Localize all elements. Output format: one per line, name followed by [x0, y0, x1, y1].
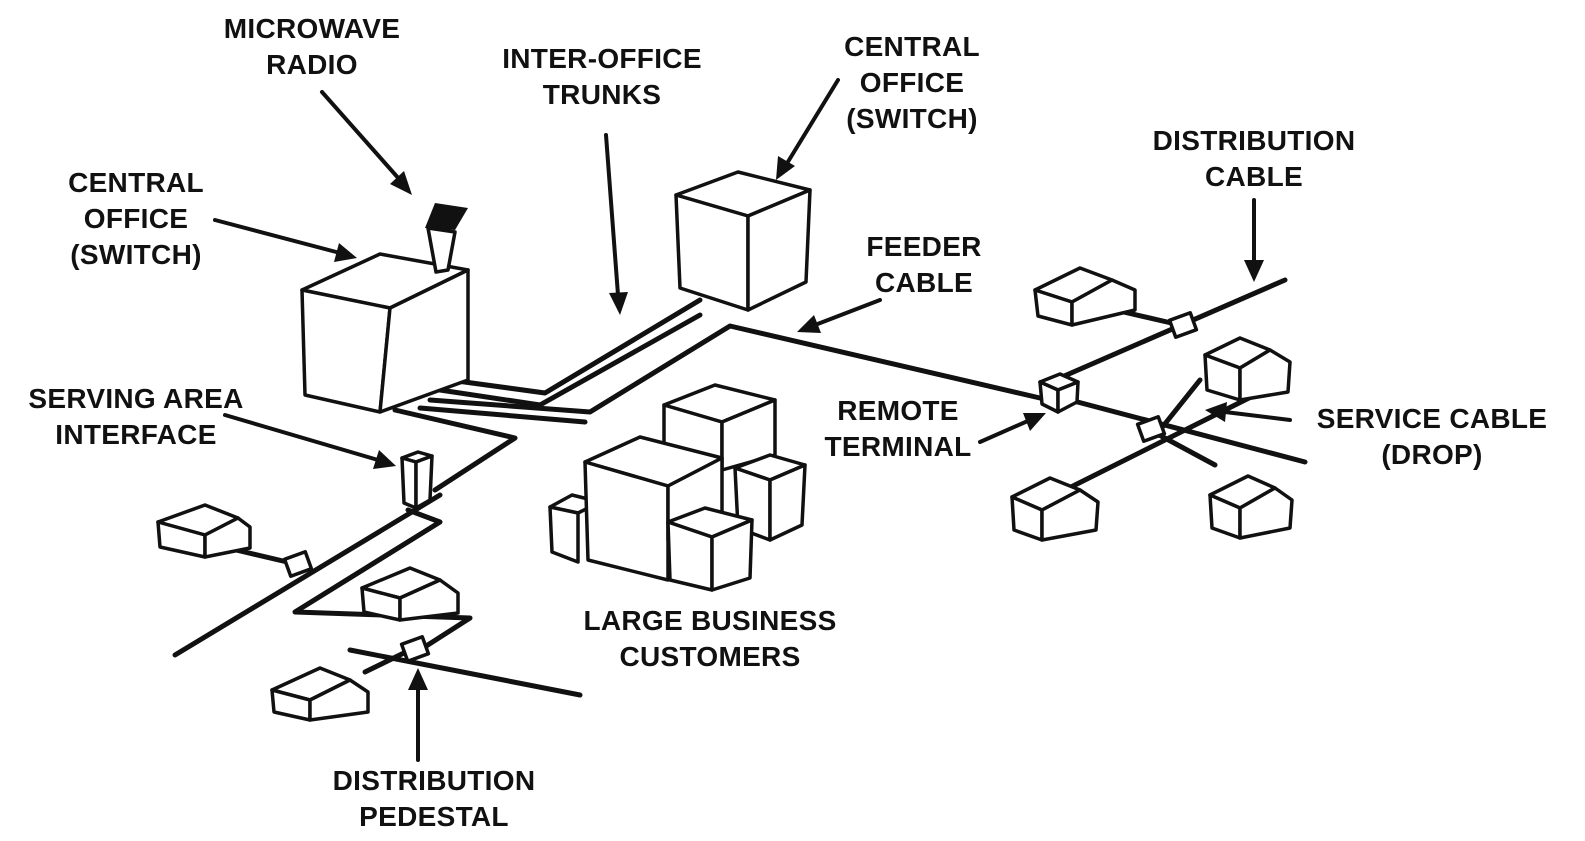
- labels: MICROWAVE RADIO CENTRAL OFFICE (SWITCH) …: [28, 13, 1547, 832]
- distribution-cable-label-2: CABLE: [1205, 161, 1303, 192]
- microwave-dish-icon: [425, 203, 468, 230]
- central-office-right-label-3: (SWITCH): [846, 103, 977, 134]
- remote-terminal-label-1: REMOTE: [837, 395, 959, 426]
- inter-office-trunks-label-2: TRUNKS: [543, 79, 661, 110]
- house-left-3: [270, 666, 370, 722]
- house-right-3: [1010, 476, 1100, 542]
- house-right-2: [1203, 336, 1292, 402]
- distribution-pedestals: [282, 311, 1199, 663]
- distribution-pedestal-label-2: PEDESTAL: [359, 801, 509, 832]
- remote-terminal-label-2: TERMINAL: [824, 431, 971, 462]
- inter-office-trunks-label-1: INTER-OFFICE: [502, 43, 702, 74]
- remote-terminal-box: [1038, 372, 1080, 414]
- inter-office-trunk-cable-2: [437, 312, 703, 408]
- large-business-buildings: [548, 383, 807, 592]
- central-office-left-label-2: OFFICE: [84, 203, 188, 234]
- central-office-left-label-3: (SWITCH): [70, 239, 201, 270]
- service-cable-label-2: (DROP): [1381, 439, 1482, 470]
- feeder-cable-label-1: FEEDER: [866, 231, 981, 262]
- inter-office-trunk-cable: [447, 297, 703, 396]
- central-office-right-label-1: CENTRAL: [844, 31, 980, 62]
- callout-arrows: [213, 78, 1292, 762]
- microwave-radio-label-2: RADIO: [266, 49, 358, 80]
- serving-area-interface-label-1: SERVING AREA: [28, 383, 243, 414]
- distribution-loop-left: [292, 507, 473, 653]
- house-left-2: [360, 566, 460, 622]
- house-right-1: [1033, 266, 1137, 327]
- feeder-to-sai-cable: [392, 407, 518, 493]
- pedestal-box: [399, 635, 431, 663]
- service-cable-label-1: SERVICE CABLE: [1317, 403, 1548, 434]
- large-business-customers-label-2: CUSTOMERS: [619, 641, 800, 672]
- feeder-cable: [427, 323, 1043, 415]
- drop-right-3: [1157, 377, 1203, 433]
- central-office-right-building: [674, 170, 812, 312]
- distribution-pedestal-label-1: DISTRIBUTION: [333, 765, 536, 796]
- large-business-customers-label-1: LARGE BUSINESS: [583, 605, 836, 636]
- serving-area-interface-cabinet: [400, 450, 434, 510]
- distribution-cable-label-1: DISTRIBUTION: [1153, 125, 1356, 156]
- central-office-left-label-1: CENTRAL: [68, 167, 204, 198]
- pedestal-box: [282, 550, 314, 578]
- distribution-cable-lower: [347, 647, 583, 698]
- pedestal-box: [1135, 415, 1167, 443]
- distribution-cable-right: [1052, 277, 1288, 383]
- house-right-4: [1208, 474, 1294, 540]
- house-left-1: [156, 503, 252, 559]
- distribution-cable-left: [172, 492, 443, 658]
- feeder-cable-2: [417, 405, 588, 425]
- central-office-right-label-2: OFFICE: [860, 67, 964, 98]
- serving-area-interface-label-2: INTERFACE: [55, 419, 216, 450]
- drop-left-2: [362, 647, 413, 675]
- central-office-left-building: [300, 203, 470, 414]
- feeder-cable-label-2: CABLE: [875, 267, 973, 298]
- pedestal-box: [1167, 311, 1199, 339]
- microwave-radio-label-1: MICROWAVE: [224, 13, 400, 44]
